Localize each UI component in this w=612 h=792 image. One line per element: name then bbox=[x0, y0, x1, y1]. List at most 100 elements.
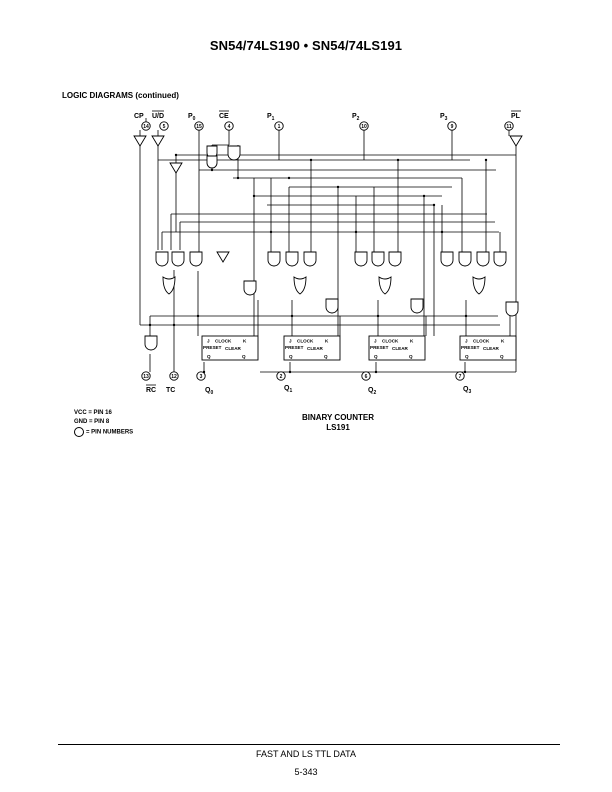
pin-number-ce: 4 bbox=[228, 124, 231, 130]
flip-flop-0: J CLOCK K PRESET CLEAR Q Q bbox=[201, 335, 259, 361]
svg-text:PRESET: PRESET bbox=[285, 345, 304, 350]
buffer-p0 bbox=[216, 251, 230, 263]
output-label-q1: Q1 bbox=[284, 385, 292, 394]
svg-text:Q: Q bbox=[500, 354, 504, 359]
gate-row-2 bbox=[144, 276, 519, 351]
pin-circle-q3 bbox=[455, 371, 465, 381]
svg-text:J: J bbox=[374, 339, 377, 344]
inverter-ud bbox=[169, 162, 183, 174]
sub-q0: 0 bbox=[210, 390, 213, 396]
pin-circle-q1 bbox=[276, 371, 286, 381]
output-pins: 13 12 3 2 6 7 bbox=[141, 371, 465, 381]
output-label-q3: Q3 bbox=[463, 386, 471, 395]
svg-text:CLOCK: CLOCK bbox=[215, 339, 232, 344]
footer-rule bbox=[58, 744, 560, 745]
and-gate-ce-c bbox=[227, 145, 241, 161]
pin-number-q2: 6 bbox=[365, 374, 368, 380]
footer-text: FAST AND LS TTL DATA bbox=[255, 749, 357, 759]
output-labels: RC TC Q0 Q1 Q2 Q3 bbox=[146, 384, 471, 396]
svg-text:K: K bbox=[410, 339, 414, 344]
svg-text:Q: Q bbox=[409, 354, 413, 359]
svg-text:PRESET: PRESET bbox=[461, 345, 480, 350]
buffer-ud bbox=[151, 135, 165, 147]
pin-number-q3: 7 bbox=[459, 374, 462, 380]
svg-text:CLEAR: CLEAR bbox=[307, 346, 324, 351]
input-label-ud: U/D bbox=[152, 113, 164, 120]
buffer-cp bbox=[133, 135, 147, 147]
sub-q3: 3 bbox=[468, 389, 471, 395]
svg-text:PRESET: PRESET bbox=[370, 345, 389, 350]
svg-text:CLOCK: CLOCK bbox=[297, 339, 314, 344]
pin-number-p1: 1 bbox=[278, 124, 281, 130]
svg-text:Q: Q bbox=[324, 354, 328, 359]
pin-number-p0: 15 bbox=[196, 124, 202, 130]
legend-pins: = PIN NUMBERS bbox=[74, 427, 133, 438]
caption-line-1: BINARY COUNTER bbox=[301, 413, 374, 422]
sub-p1: 1 bbox=[272, 116, 275, 122]
legend-vcc: VCC = PIN 16 bbox=[74, 410, 112, 416]
svg-text:Q: Q bbox=[207, 354, 211, 359]
input-pins: 14 5 15 4 1 10 9 11 bbox=[141, 121, 514, 131]
pin-number-ud: 5 bbox=[163, 124, 166, 130]
pin-circle-icon bbox=[74, 427, 84, 437]
buffer-pl bbox=[509, 135, 523, 147]
output-label-q2: Q2 bbox=[368, 387, 376, 396]
legend-gnd: GND = PIN 8 bbox=[74, 419, 110, 425]
flip-flops: J CLOCK K PRESET CLEAR Q Q J CLOCK K PRE… bbox=[201, 335, 517, 361]
svg-text:CLOCK: CLOCK bbox=[473, 339, 490, 344]
svg-text:Q: Q bbox=[242, 354, 246, 359]
sub-p3: 3 bbox=[445, 116, 448, 122]
flip-flop-3: J CLOCK K PRESET CLEAR Q Q bbox=[459, 335, 517, 361]
sub-q2: 2 bbox=[373, 390, 376, 396]
svg-text:J: J bbox=[207, 339, 210, 344]
pin-circle-rc bbox=[141, 371, 151, 381]
svg-text:CLEAR: CLEAR bbox=[225, 346, 242, 351]
svg-text:K: K bbox=[325, 339, 329, 344]
output-label-tc: TC bbox=[166, 387, 175, 394]
legend-pins-text: = PIN NUMBERS bbox=[86, 429, 134, 436]
sub-p2: 2 bbox=[357, 116, 360, 122]
junction-dots bbox=[148, 153, 488, 374]
svg-text:J: J bbox=[289, 339, 292, 344]
input-label-p1: P1 bbox=[267, 113, 275, 122]
section-heading: LOGIC DIAGRAMS (continued) bbox=[62, 91, 179, 100]
wiring bbox=[139, 118, 517, 373]
input-labels: CP U/D P0 CE P1 P2 P3 PL bbox=[134, 110, 521, 122]
pin-circle-tc bbox=[169, 371, 179, 381]
pin-circle-q0 bbox=[196, 371, 206, 381]
svg-text:CLEAR: CLEAR bbox=[392, 346, 409, 351]
svg-text:Q: Q bbox=[465, 354, 469, 359]
sub-p0: 0 bbox=[193, 116, 196, 122]
input-label-cp: CP bbox=[134, 113, 144, 120]
flip-flop-1: J CLOCK K PRESET CLEAR Q Q bbox=[283, 335, 341, 361]
svg-text:CLOCK: CLOCK bbox=[382, 339, 399, 344]
gate-row-1 bbox=[155, 251, 507, 267]
page-number: 5-343 bbox=[294, 767, 318, 777]
pin-number-cp: 14 bbox=[143, 124, 149, 130]
pin-number-q1: 2 bbox=[280, 374, 283, 380]
pin-number-p2: 10 bbox=[361, 124, 367, 130]
input-label-pl: PL bbox=[511, 113, 521, 120]
svg-text:Q: Q bbox=[289, 354, 293, 359]
input-label-p3: P3 bbox=[440, 113, 448, 122]
pin-number-rc: 13 bbox=[143, 374, 149, 380]
svg-text:K: K bbox=[501, 339, 505, 344]
top-gates bbox=[206, 145, 241, 169]
input-label-p2: P2 bbox=[352, 113, 360, 122]
pin-circle-ud bbox=[159, 121, 169, 131]
input-label-ce: CE bbox=[219, 113, 229, 120]
svg-text:CLEAR: CLEAR bbox=[483, 346, 500, 351]
document-title: SN54/74LS190 • SN54/74LS191 bbox=[209, 38, 403, 53]
svg-text:PRESET: PRESET bbox=[203, 345, 222, 350]
pin-legend: VCC = PIN 16 GND = PIN 8 = PIN NUMBERS bbox=[74, 409, 133, 438]
pin-circle-q2 bbox=[361, 371, 371, 381]
sub-q1: 1 bbox=[289, 388, 292, 394]
output-label-rc: RC bbox=[146, 387, 156, 394]
svg-text:K: K bbox=[243, 339, 247, 344]
diagram-caption: BINARY COUNTER LS191 bbox=[268, 413, 408, 433]
pin-number-p3: 9 bbox=[451, 124, 454, 130]
caption-line-2: LS191 bbox=[326, 423, 350, 432]
pin-number-pl: 11 bbox=[506, 124, 512, 130]
pin-number-q0: 3 bbox=[200, 374, 203, 380]
